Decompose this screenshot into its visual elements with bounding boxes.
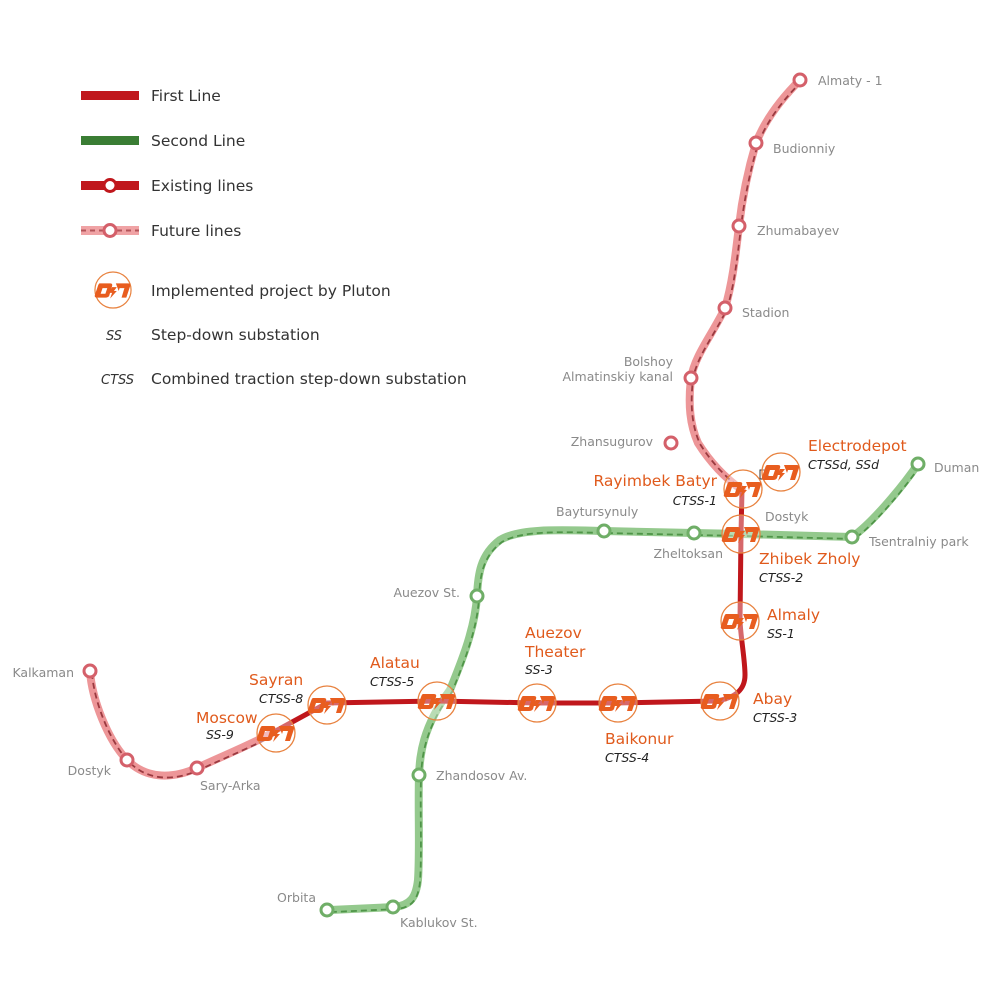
pluton-logo-icon-zhibek[interactable] xyxy=(721,514,761,554)
legend-ss: SS Step-down substation xyxy=(106,326,320,344)
legend-implemented: Implemented project by Pluton xyxy=(94,271,391,309)
project-type-alatau: CTSS-5 xyxy=(370,674,414,689)
pluton-logo-icon-baikonur[interactable] xyxy=(598,683,638,723)
project-type-zhibek: CTSS-2 xyxy=(759,570,803,585)
project-name-auezov-theater-2: Theater xyxy=(524,643,586,661)
station-marker[interactable] xyxy=(469,588,485,604)
station-marker[interactable] xyxy=(663,435,679,451)
station-marker[interactable] xyxy=(683,370,699,386)
project-type-abay: CTSS-3 xyxy=(753,710,797,725)
legend-label: First Line xyxy=(151,87,221,105)
station-marker[interactable] xyxy=(596,523,612,539)
station-marker[interactable] xyxy=(119,752,135,768)
station-label-sary-arka: Sary-Arka xyxy=(200,778,261,793)
station-marker[interactable] xyxy=(731,218,747,234)
project-type-moscow: SS-9 xyxy=(206,727,234,742)
station-marker[interactable] xyxy=(844,529,860,545)
pluton-logo-icon-abay[interactable] xyxy=(700,681,740,721)
project-name-baikonur: Baikonur xyxy=(605,730,674,748)
legend-existing-lines: Existing lines xyxy=(81,177,253,195)
future-line-west xyxy=(86,667,276,780)
future-green-stations xyxy=(319,456,926,918)
legend-second-line: Second Line xyxy=(81,132,245,150)
station-marker[interactable] xyxy=(792,72,808,88)
project-type-baikonur: CTSS-4 xyxy=(605,750,649,765)
station-label-almaty-1: Almaty - 1 xyxy=(818,73,883,88)
project-name-sayran: Sayran xyxy=(249,671,303,689)
station-label-duman: Duman xyxy=(934,460,979,475)
legend-abbr: CTSS xyxy=(101,373,134,388)
project-name-almaly: Almaly xyxy=(767,606,820,624)
project-type-auezov-theater: SS-3 xyxy=(525,662,553,677)
project-type-rayimbek: CTSS-1 xyxy=(673,493,717,508)
station-label-kalkaman: Kalkaman xyxy=(12,665,74,680)
station-marker[interactable] xyxy=(189,760,205,776)
pluton-logo-icon-electrodepot[interactable] xyxy=(761,452,801,492)
pluton-logo-icon-sayran[interactable] xyxy=(307,685,347,725)
station-marker[interactable] xyxy=(411,767,427,783)
project-name-electrodepot: Electrodepot xyxy=(808,437,907,455)
station-label-dostyk-west: Dostyk xyxy=(68,763,112,778)
pluton-logo-icon-moscow[interactable] xyxy=(256,713,296,753)
legend-label: Combined traction step-down substation xyxy=(151,370,467,388)
station-label-zhandosov: Zhandosov Av. xyxy=(436,768,527,783)
pluton-logo-icon-alatau[interactable] xyxy=(417,681,457,721)
project-name-abay: Abay xyxy=(753,690,792,708)
station-labels: Almaty - 1 Budionniy Zhumabayev Stadion … xyxy=(12,73,979,930)
station-label-zheltoksan: Zheltoksan xyxy=(653,546,723,561)
station-circle-icon xyxy=(102,223,118,238)
first-line-swatch-icon xyxy=(81,91,139,100)
station-label-budionniy: Budionniy xyxy=(773,141,836,156)
station-label-baytursynuly: Baytursynuly xyxy=(556,504,639,519)
legend-ctss: CTSS Combined traction step-down substat… xyxy=(101,370,467,388)
project-name-zhibek: Zhibek Zholy xyxy=(759,550,860,568)
project-name-alatau: Alatau xyxy=(370,654,420,672)
station-label-dostyk: Dostyk xyxy=(765,509,809,524)
second-line-swatch-icon xyxy=(81,136,139,145)
project-type-almaly: SS-1 xyxy=(767,626,795,641)
station-circle-icon xyxy=(102,178,118,193)
station-label-tsentralniy-park: Tsentralniy park xyxy=(868,534,969,549)
pluton-logo-icon-rayimbek[interactable] xyxy=(723,469,763,509)
legend-abbr: SS xyxy=(106,329,122,344)
pluton-logo-icon-almaly[interactable] xyxy=(720,601,760,641)
second-line-future xyxy=(326,460,922,914)
legend-label: Implemented project by Pluton xyxy=(151,282,391,300)
station-label-zhansugurov: Zhansugurov xyxy=(571,434,654,449)
project-name-rayimbek: Rayimbek Batyr xyxy=(593,472,717,490)
legend-first-line: First Line xyxy=(81,87,221,105)
station-marker[interactable] xyxy=(686,525,702,541)
legend-label: Existing lines xyxy=(151,177,253,195)
station-marker[interactable] xyxy=(319,902,335,918)
station-label-kablukov: Kablukov St. xyxy=(400,915,478,930)
project-type-sayran: CTSS-8 xyxy=(259,691,303,706)
legend-label: Future lines xyxy=(151,222,241,240)
project-markers xyxy=(256,452,801,753)
project-name-moscow: Moscow xyxy=(196,709,258,727)
station-label-zhumabayev: Zhumabayev xyxy=(757,223,840,238)
station-label-stadion: Stadion xyxy=(742,305,789,320)
legend-label: Second Line xyxy=(151,132,245,150)
project-type-electrodepot: CTSSd, SSd xyxy=(808,457,879,472)
station-label-bolshoy: Bolshoy xyxy=(624,354,674,369)
legend: First Line Second Line Existing lines Fu… xyxy=(81,87,467,388)
station-marker[interactable] xyxy=(717,300,733,316)
legend-future-lines: Future lines xyxy=(81,222,241,240)
project-labels: Electrodepot CTSSd, SSd Rayimbek Batyr C… xyxy=(196,437,907,765)
station-marker[interactable] xyxy=(82,663,98,679)
legend-label: Step-down substation xyxy=(151,326,320,344)
station-marker[interactable] xyxy=(385,899,401,915)
pluton-logo-icon xyxy=(94,271,132,309)
station-label-almatinskiy-kanal: Almatinskiy kanal xyxy=(563,369,674,384)
project-name-auezov-theater: Auezov xyxy=(525,624,582,642)
station-label-orbita: Orbita xyxy=(277,890,316,905)
pluton-logo-icon-auezov-theater[interactable] xyxy=(517,683,557,723)
station-label-auezov-st: Auezov St. xyxy=(393,585,460,600)
station-marker[interactable] xyxy=(910,456,926,472)
station-marker[interactable] xyxy=(748,135,764,151)
future-red-stations xyxy=(82,72,808,776)
